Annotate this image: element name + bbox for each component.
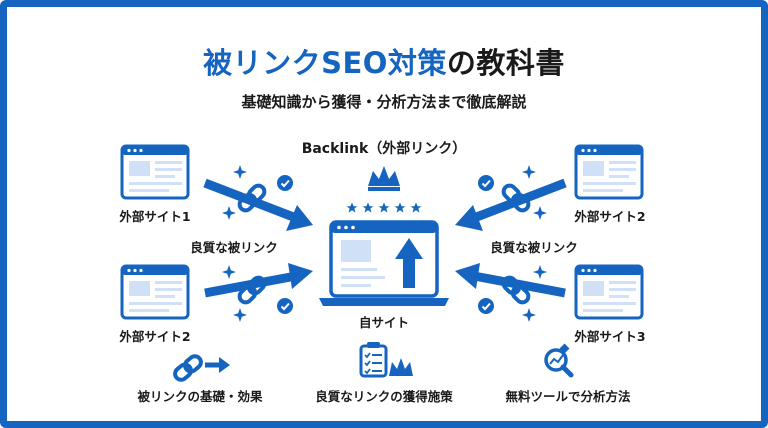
checklist-crown-icon: [359, 342, 413, 378]
sparkle-icon: [522, 165, 536, 179]
sparkle-icon: [533, 265, 547, 279]
own-site-label: 自サイト: [358, 315, 409, 330]
page-title: 被リンクSEO対策の教科書: [203, 46, 565, 80]
arrow-top-right: [455, 178, 567, 231]
chain-link-arrow-icon: [170, 351, 230, 385]
sparkle-icon: [222, 206, 236, 220]
check-icon: [276, 297, 294, 315]
external-site-3-label: 外部サイト3: [574, 329, 646, 344]
check-icon: [477, 297, 495, 315]
feature-label-acquisition: 良質なリンクの獲得施策: [315, 389, 453, 404]
arrow-top-left: [203, 178, 313, 231]
external-site-2b-label: 外部サイト2: [119, 329, 191, 344]
quality-link-label-right: 良質な被リンク: [490, 240, 578, 255]
own-site-laptop-icon: [319, 220, 449, 306]
sparkle-icon: [222, 265, 236, 279]
sparkle-icon: [233, 165, 247, 179]
magnifier-chart-icon: [544, 343, 574, 378]
check-icon: [477, 174, 495, 192]
backlink-heading: Backlink（外部リンク）: [301, 141, 467, 157]
page-subtitle: 基礎知識から獲得・分析方法まで徹底解説: [241, 93, 527, 111]
chain-link-icon: [237, 275, 267, 305]
sparkle-icon: [233, 308, 247, 322]
chain-link-icon: [501, 275, 531, 305]
crown-icon: [368, 166, 400, 186]
check-icon: [276, 174, 294, 192]
quality-link-label-left: 良質な被リンク: [190, 240, 278, 255]
five-stars-icon: [346, 202, 422, 213]
feature-label-analysis: 無料ツールで分析方法: [505, 389, 631, 404]
sparkle-icon: [533, 206, 547, 220]
sparkle-icon: [522, 308, 536, 322]
external-site-2b-icon: [120, 264, 190, 320]
external-site-1-label: 外部サイト1: [119, 209, 191, 224]
external-site-3-icon: [574, 264, 644, 320]
feature-label-basics: 被リンクの基礎・効果: [137, 389, 263, 404]
external-site-2-label: 外部サイト2: [574, 209, 646, 224]
